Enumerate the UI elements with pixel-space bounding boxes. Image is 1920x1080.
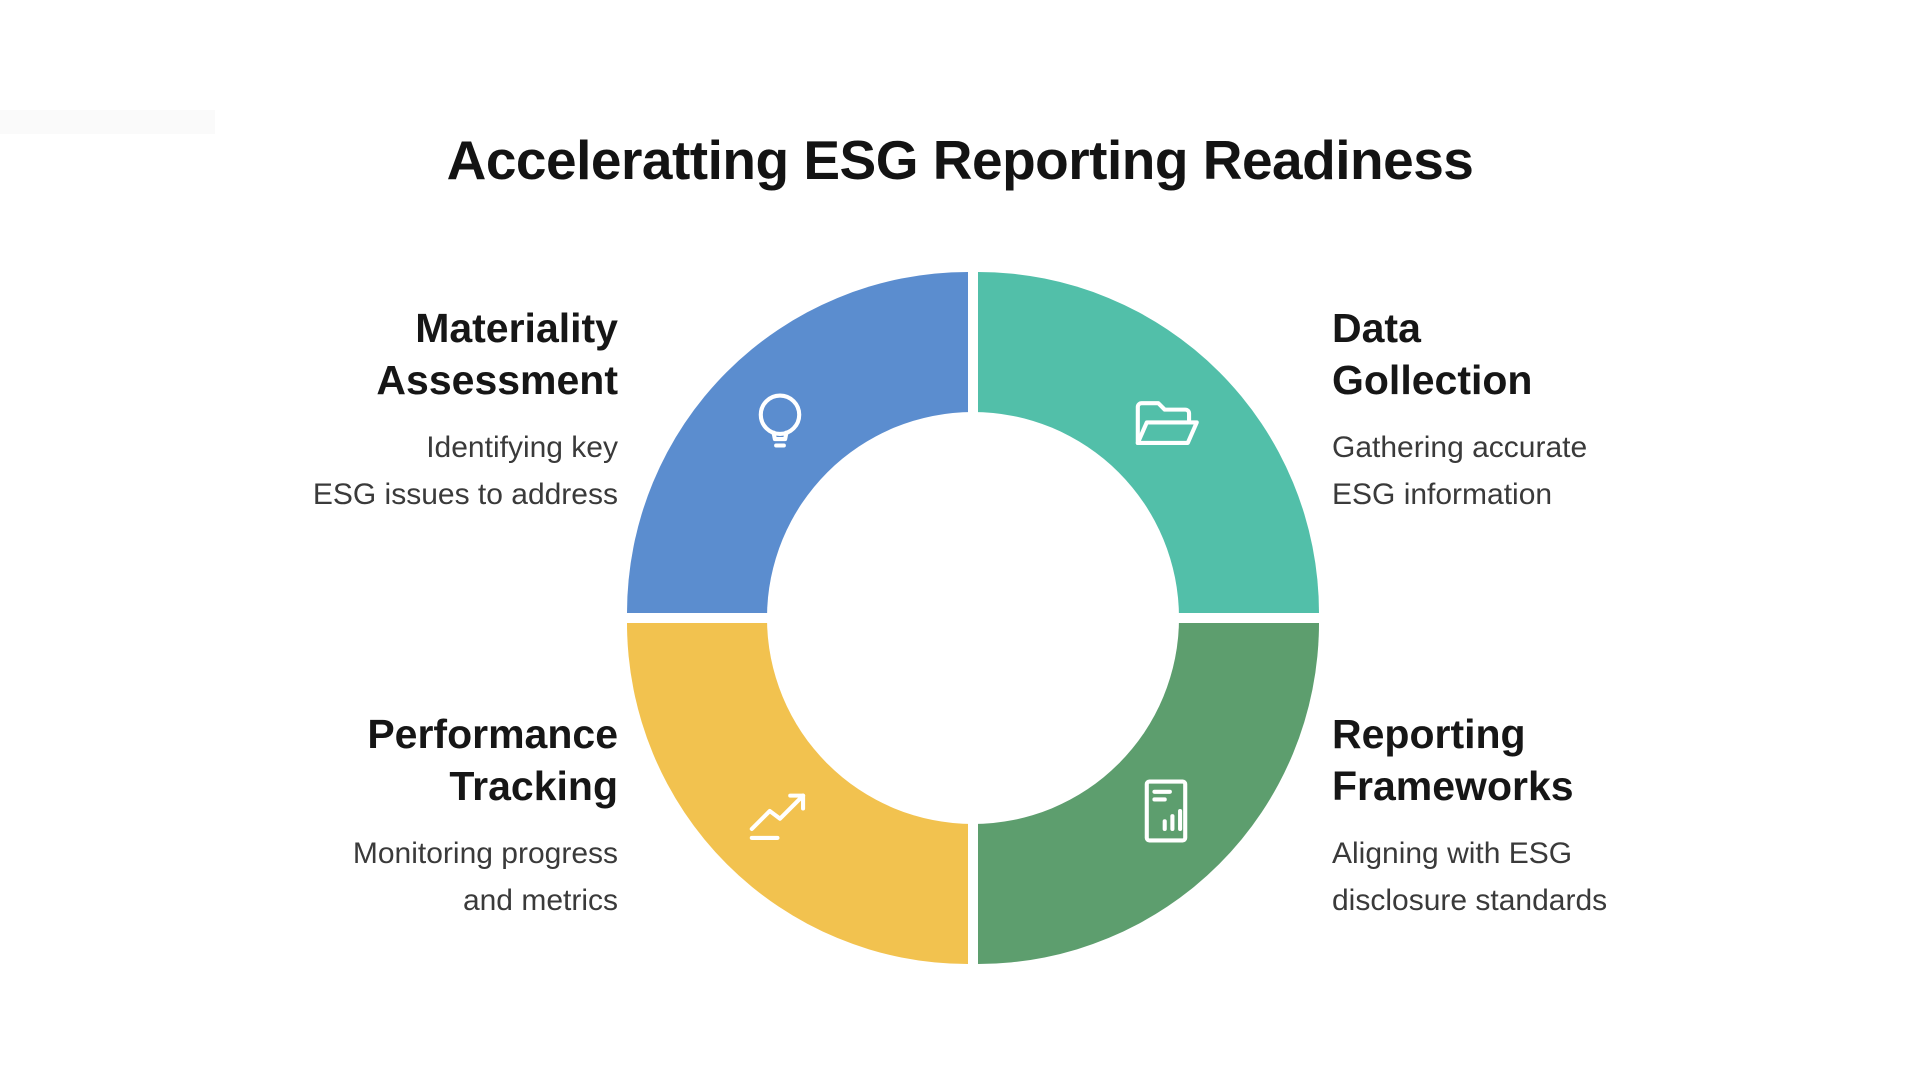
segment-heading-line: Performance [367, 711, 618, 757]
label-block-data-collection: Data Gollection Gathering accurate ESG i… [1332, 302, 1892, 518]
segment-description-line: ESG information [1332, 478, 1553, 511]
segment-heading-line: Frameworks [1332, 763, 1574, 809]
background-artifact [0, 110, 215, 134]
label-block-materiality-assessment: Materiality Assessment Identifying key E… [58, 302, 618, 518]
donut-chart [627, 272, 1319, 964]
label-block-reporting-frameworks: Reporting Frameworks Aligning with ESG d… [1332, 708, 1892, 924]
segment-description: Monitoring progress and metrics [58, 830, 618, 924]
segment-heading-line: Data [1332, 305, 1421, 351]
lightbulb-icon [739, 384, 821, 466]
report-document-icon [1125, 770, 1207, 852]
segment-heading-line: Reporting [1332, 711, 1526, 757]
segment-description-line: disclosure standards [1332, 884, 1608, 917]
segment-description-line: and metrics [462, 884, 618, 917]
segment-heading-line: Assessment [376, 357, 618, 403]
segment-heading-line: Materiality [415, 305, 618, 351]
trend-arrow-icon [739, 770, 821, 852]
segment-description: Gathering accurate ESG information [1332, 424, 1892, 518]
open-folder-icon [1125, 384, 1207, 466]
segment-description-line: Monitoring progress [352, 837, 618, 870]
label-block-performance-tracking: Performance Tracking Monitoring progress… [58, 708, 618, 924]
segment-description: Identifying key ESG issues to address [58, 424, 618, 518]
page-title: Acceleratting ESG Reporting Readiness [446, 129, 1474, 191]
segment-description-line: Identifying key [426, 431, 618, 464]
segment-description-line: Gathering accurate [1332, 431, 1588, 464]
donut-hole [767, 412, 1179, 824]
segment-description-line: Aligning with ESG [1332, 837, 1573, 870]
segment-heading-line: Gollection [1332, 357, 1533, 403]
segment-description: Aligning with ESG disclosure standards [1332, 830, 1892, 924]
segment-description-line: ESG issues to address [312, 478, 618, 511]
segment-heading-line: Tracking [449, 763, 618, 809]
